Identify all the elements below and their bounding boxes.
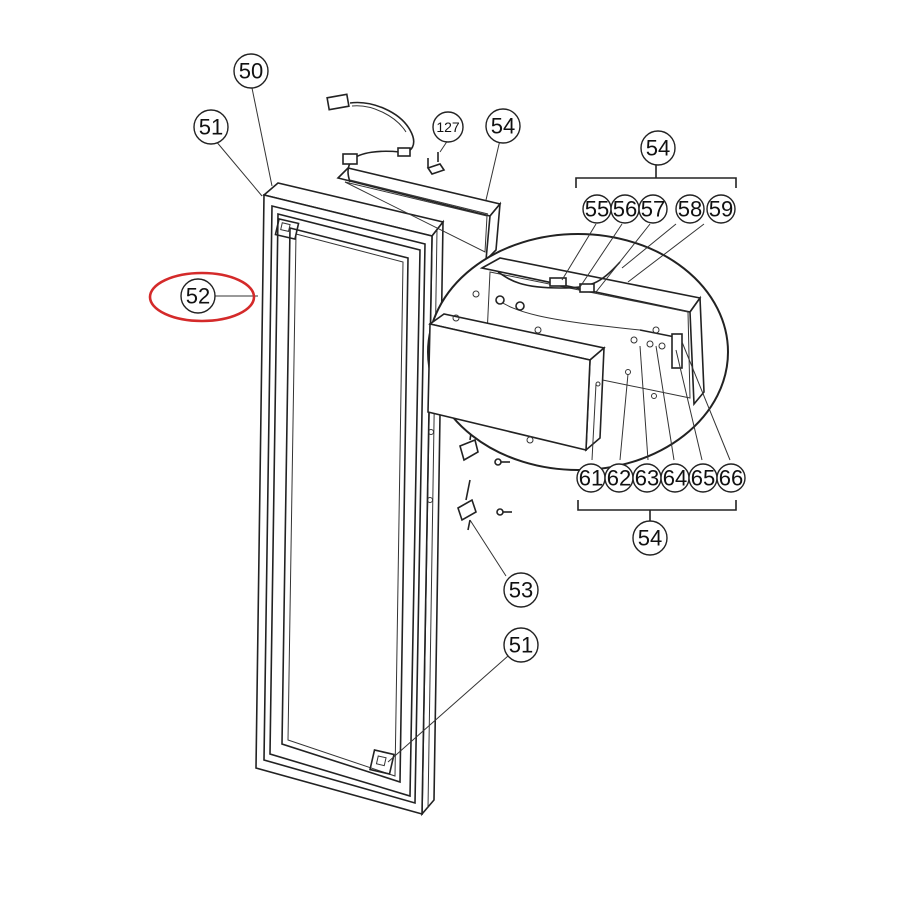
callout-53: 53	[503, 572, 539, 608]
highlight-ellipse	[148, 271, 256, 323]
callout-55: 55	[582, 194, 612, 224]
svg-text:55: 55	[585, 197, 609, 222]
svg-text:51: 51	[199, 115, 223, 140]
callout-59: 59	[706, 194, 736, 224]
leader-lines	[214, 87, 737, 763]
wire-harness	[326, 93, 415, 183]
callout-127: 127	[432, 111, 464, 143]
callout-57: 57	[638, 194, 668, 224]
callout-56: 56	[610, 194, 640, 224]
svg-text:52: 52	[186, 284, 210, 309]
svg-text:54: 54	[491, 114, 515, 139]
svg-text:65: 65	[691, 466, 715, 491]
rear-panel	[336, 167, 502, 263]
hinge-screws	[494, 458, 512, 516]
screw-set-127	[426, 152, 446, 175]
svg-text:54: 54	[638, 526, 662, 551]
callout-63: 63	[632, 463, 662, 493]
svg-text:57: 57	[641, 197, 665, 222]
callout-65: 65	[688, 463, 718, 493]
hinge-bracket-lower	[457, 479, 477, 531]
svg-text:56: 56	[613, 197, 637, 222]
callout-64: 64	[660, 463, 690, 493]
callout-58: 58	[675, 194, 705, 224]
callout-52: 52	[180, 278, 216, 314]
svg-text:53: 53	[509, 578, 533, 603]
callout-62: 62	[604, 463, 634, 493]
door-bottom-clip	[369, 749, 395, 775]
callout-66: 66	[716, 463, 746, 493]
svg-text:61: 61	[579, 466, 603, 491]
door-assembly	[255, 182, 445, 817]
svg-text:50: 50	[239, 59, 263, 84]
door-top-clip	[274, 217, 300, 241]
callout-54-detail-bottom: 54	[632, 520, 668, 556]
svg-text:62: 62	[607, 466, 631, 491]
callout-61: 61	[576, 463, 606, 493]
svg-text:59: 59	[709, 197, 733, 222]
callout-54-top: 54	[485, 108, 521, 144]
svg-text:54: 54	[646, 136, 670, 161]
svg-text:64: 64	[663, 466, 687, 491]
svg-text:51: 51	[509, 633, 533, 658]
detail-view	[427, 233, 729, 471]
svg-text:58: 58	[678, 197, 702, 222]
svg-text:127: 127	[436, 119, 460, 135]
svg-text:63: 63	[635, 466, 659, 491]
callout-54-detail-top: 54	[640, 130, 676, 166]
callout-50: 50	[233, 53, 269, 89]
svg-text:66: 66	[719, 466, 743, 491]
callout-51-bottom: 51	[503, 627, 539, 663]
callout-51-top: 51	[193, 109, 229, 145]
